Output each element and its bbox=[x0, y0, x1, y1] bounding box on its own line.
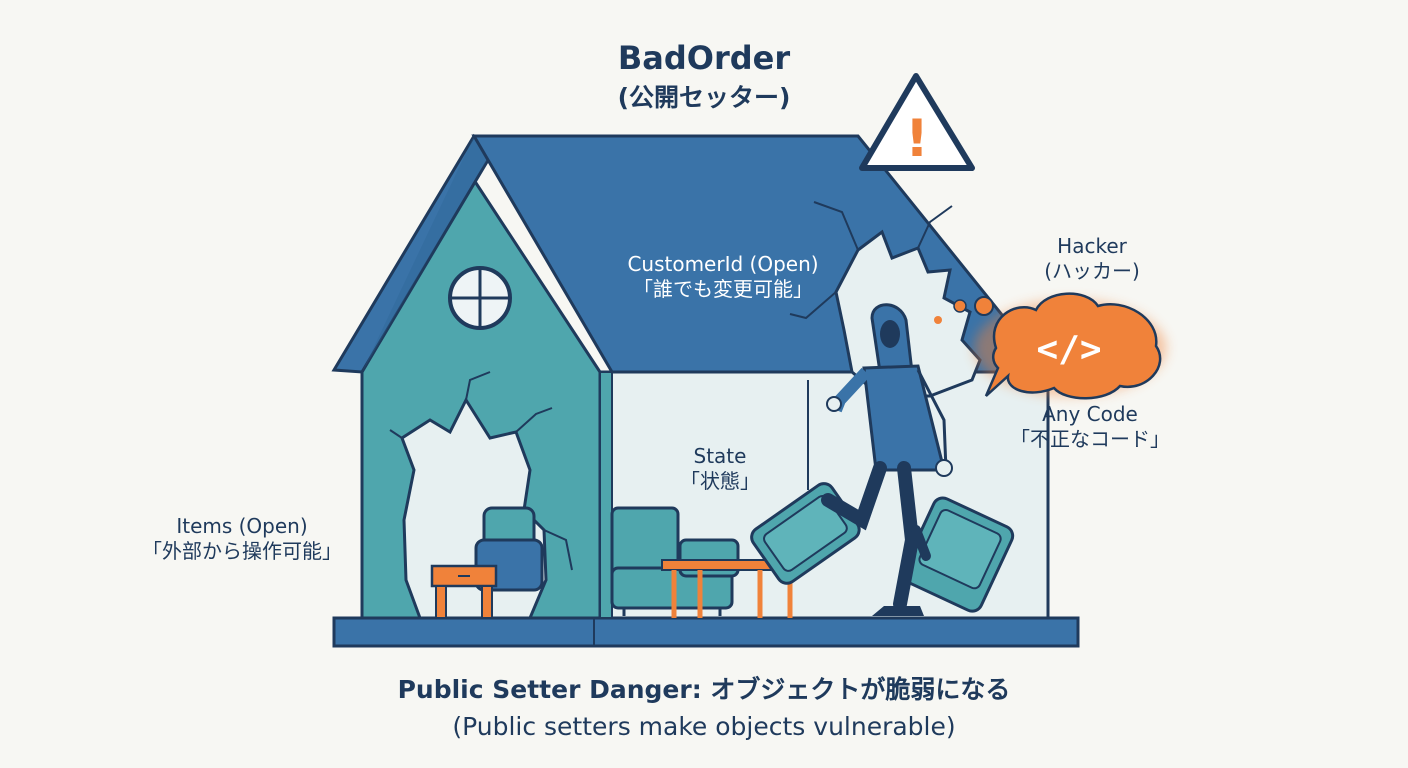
title-subtitle: (公開セッター) bbox=[617, 83, 791, 112]
any-code-label: Any Code 「不正なコード」 bbox=[1010, 402, 1170, 451]
warning-icon: ! bbox=[859, 73, 975, 171]
foundation bbox=[332, 616, 1080, 648]
table-icon bbox=[661, 559, 803, 618]
caption: Public Setter Danger: オブジェクトが脆弱になる (Publ… bbox=[204, 674, 1204, 743]
items-label: Items (Open) 「外部から操作可能」 bbox=[142, 514, 342, 563]
title-name: BadOrder bbox=[617, 39, 791, 77]
state-label: State 「状態」 bbox=[680, 444, 760, 493]
caption-sub: (Public setters make objects vulnerable) bbox=[452, 712, 956, 742]
customer-id-label: CustomerId (Open) 「誰でも変更可能」 bbox=[627, 252, 819, 301]
side-table-icon bbox=[430, 564, 498, 619]
warning-mark: ! bbox=[905, 109, 929, 169]
hacker-figure bbox=[821, 303, 953, 616]
code-symbol: </> bbox=[1036, 329, 1101, 370]
caption-main: Public Setter Danger: オブジェクトが脆弱になる bbox=[397, 675, 1011, 704]
diagram-title: BadOrder (公開セッター) bbox=[504, 38, 904, 113]
round-window-icon bbox=[448, 266, 512, 330]
hacker-label: Hacker (ハッカー) bbox=[1044, 234, 1140, 283]
roof-hole bbox=[834, 229, 982, 398]
code-bubble-icon: </> bbox=[934, 292, 1166, 400]
